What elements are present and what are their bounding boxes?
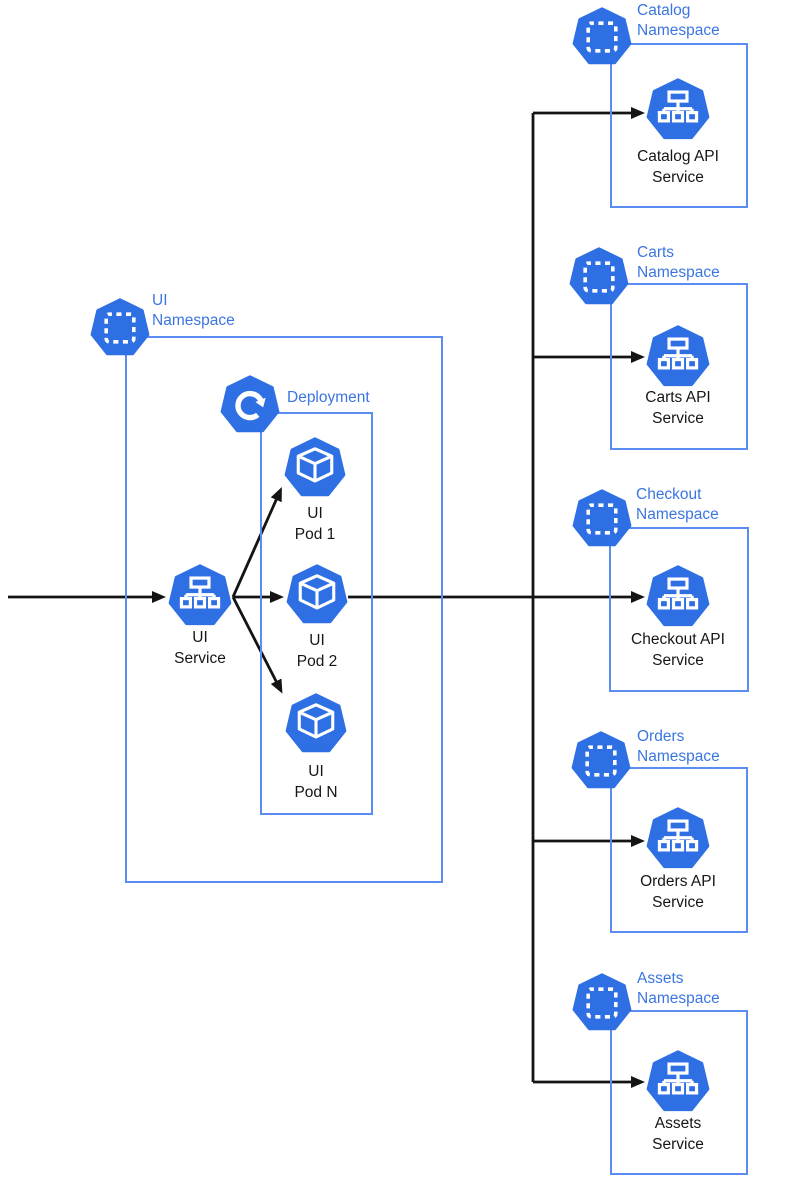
orders-api-service-label: Orders API Service [640,873,716,911]
orders-namespace-label: Orders Namespace [637,728,720,765]
ui-pod1-icon [284,437,346,499]
checkout-namespace-box [609,527,749,692]
ui-service-icon [168,564,232,628]
ui-namespace-box [125,336,443,883]
ui-namespace-label-line2: Namespace [152,312,235,329]
ui-pod2-icon [286,564,348,626]
orders-namespace-box [610,767,748,933]
catalog-namespace-box [610,43,748,208]
ui-namespace-label-line1: UI [152,292,168,309]
ui-podN-icon [285,693,347,755]
catalog-namespace-label: Catalog Namespace [637,2,720,39]
ui-pod1-label: UI Pod 1 [294,505,336,543]
deployment-label: Deployment [287,388,370,408]
catalog-api-service-icon [646,78,710,142]
catalog-api-service-label: Catalog API Service [637,148,719,186]
orders-namespace-icon [571,731,631,791]
carts-namespace-icon [569,247,629,307]
checkout-api-service-icon [646,565,710,629]
checkout-api-service-label: Checkout API Service [631,631,725,669]
deployment-icon [220,375,280,435]
ui-podN-label: UI Pod N [294,763,338,801]
carts-api-service-label: Carts API Service [645,389,711,427]
assets-namespace-icon [572,973,632,1033]
deployment-box [260,412,373,815]
assets-namespace-box [610,1010,748,1175]
assets-service-icon [646,1050,710,1114]
checkout-namespace-icon [572,489,632,549]
ui-namespace-icon [90,298,150,358]
catalog-namespace-icon [572,7,632,67]
ui-namespace-label: UI Namespace [152,291,235,331]
ui-pod2-label: UI Pod 2 [296,632,338,670]
carts-api-service-icon [646,325,710,389]
assets-namespace-label: Assets Namespace [637,970,720,1007]
carts-namespace-label: Carts Namespace [637,244,720,281]
carts-namespace-box [610,283,748,450]
ui-service-label: UI Service [174,629,226,667]
deployment-label-text: Deployment [287,389,370,406]
checkout-namespace-label: Checkout Namespace [636,486,719,523]
assets-service-label: Assets Service [652,1115,704,1153]
orders-api-service-icon [646,807,710,871]
